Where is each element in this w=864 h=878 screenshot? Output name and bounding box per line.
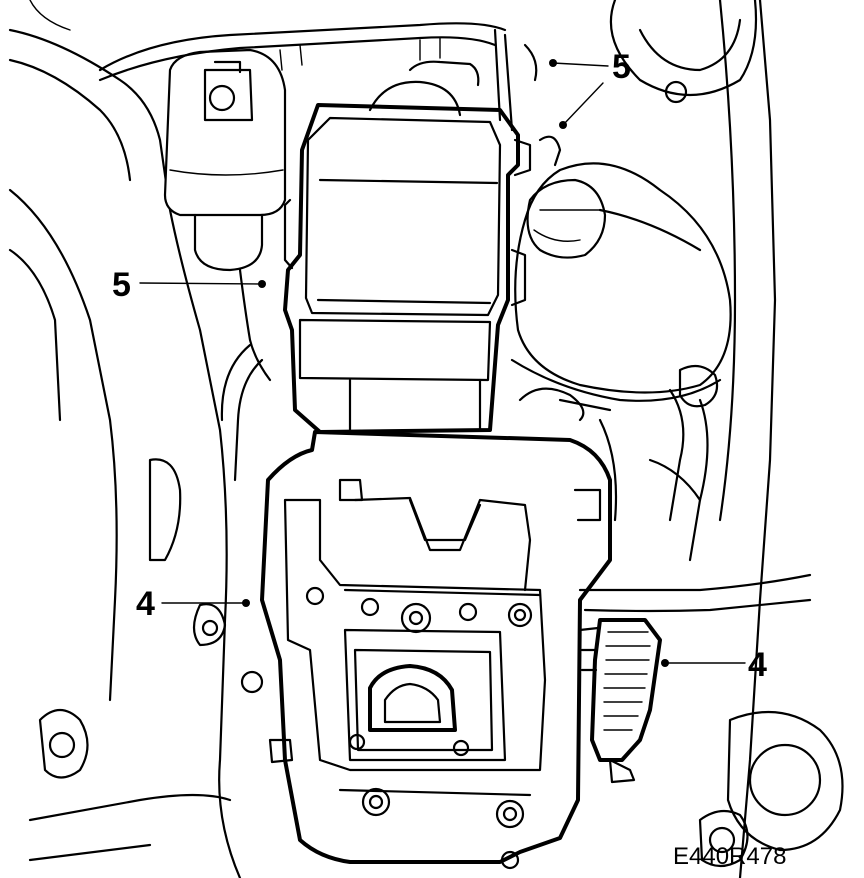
callout-4-right: 4	[748, 646, 767, 684]
callout-4-left: 4	[136, 585, 155, 623]
callout-5-top: 5	[612, 48, 631, 86]
leader-lines	[139, 59, 746, 667]
upper-control-unit	[283, 103, 532, 434]
lower-tray-assembly	[260, 430, 612, 870]
wiring-harness	[98, 22, 514, 132]
cables	[220, 43, 702, 522]
coolant-reservoir	[510, 0, 758, 562]
side-connector	[578, 573, 812, 784]
body-panels	[8, 0, 844, 878]
figure-identifier: E440R478	[673, 843, 786, 870]
callout-5-left: 5	[112, 266, 131, 304]
callouts: 5 5 4 4	[112, 48, 767, 684]
brake-fluid-reservoir	[163, 48, 287, 382]
